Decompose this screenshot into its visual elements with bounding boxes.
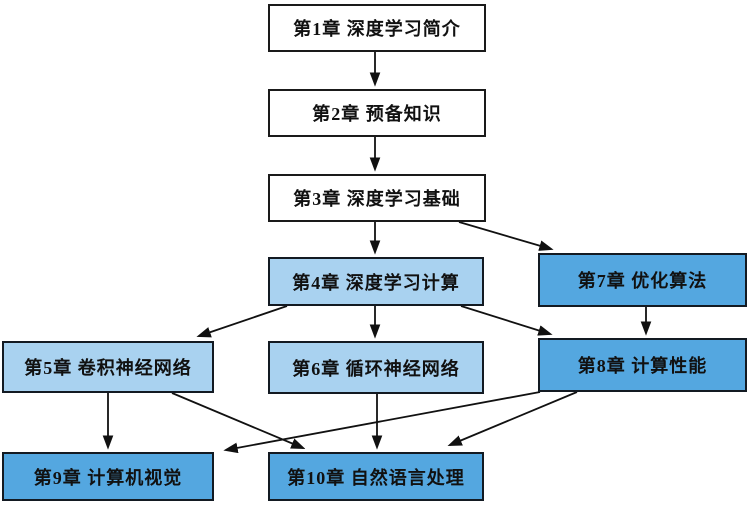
arrow-ch5-ch10 [171,392,306,450]
arrow-ch4-ch8 [460,305,553,336]
node-chapter-4: 第4章 深度学习计算 [268,257,484,306]
node-chapter-10: 第10章 自然语言处理 [268,452,484,501]
arrow-ch4-ch5 [196,305,288,338]
node-chapter-9: 第9章 计算机视觉 [2,452,214,501]
node-chapter-3: 第3章 深度学习基础 [268,174,486,222]
node-chapter-2: 第2章 预备知识 [268,89,486,137]
arrow-ch8-ch9 [223,391,541,454]
node-chapter-8: 第8章 计算性能 [538,338,747,392]
node-chapter-7: 第7章 优化算法 [538,253,747,307]
arrow-ch3-ch7 [458,221,554,251]
node-chapter-1: 第1章 深度学习简介 [268,4,486,52]
arrow-ch8-ch10 [447,391,578,447]
node-chapter-5: 第5章 卷积神经网络 [2,341,214,393]
node-chapter-6: 第6章 循环神经网络 [268,341,484,394]
